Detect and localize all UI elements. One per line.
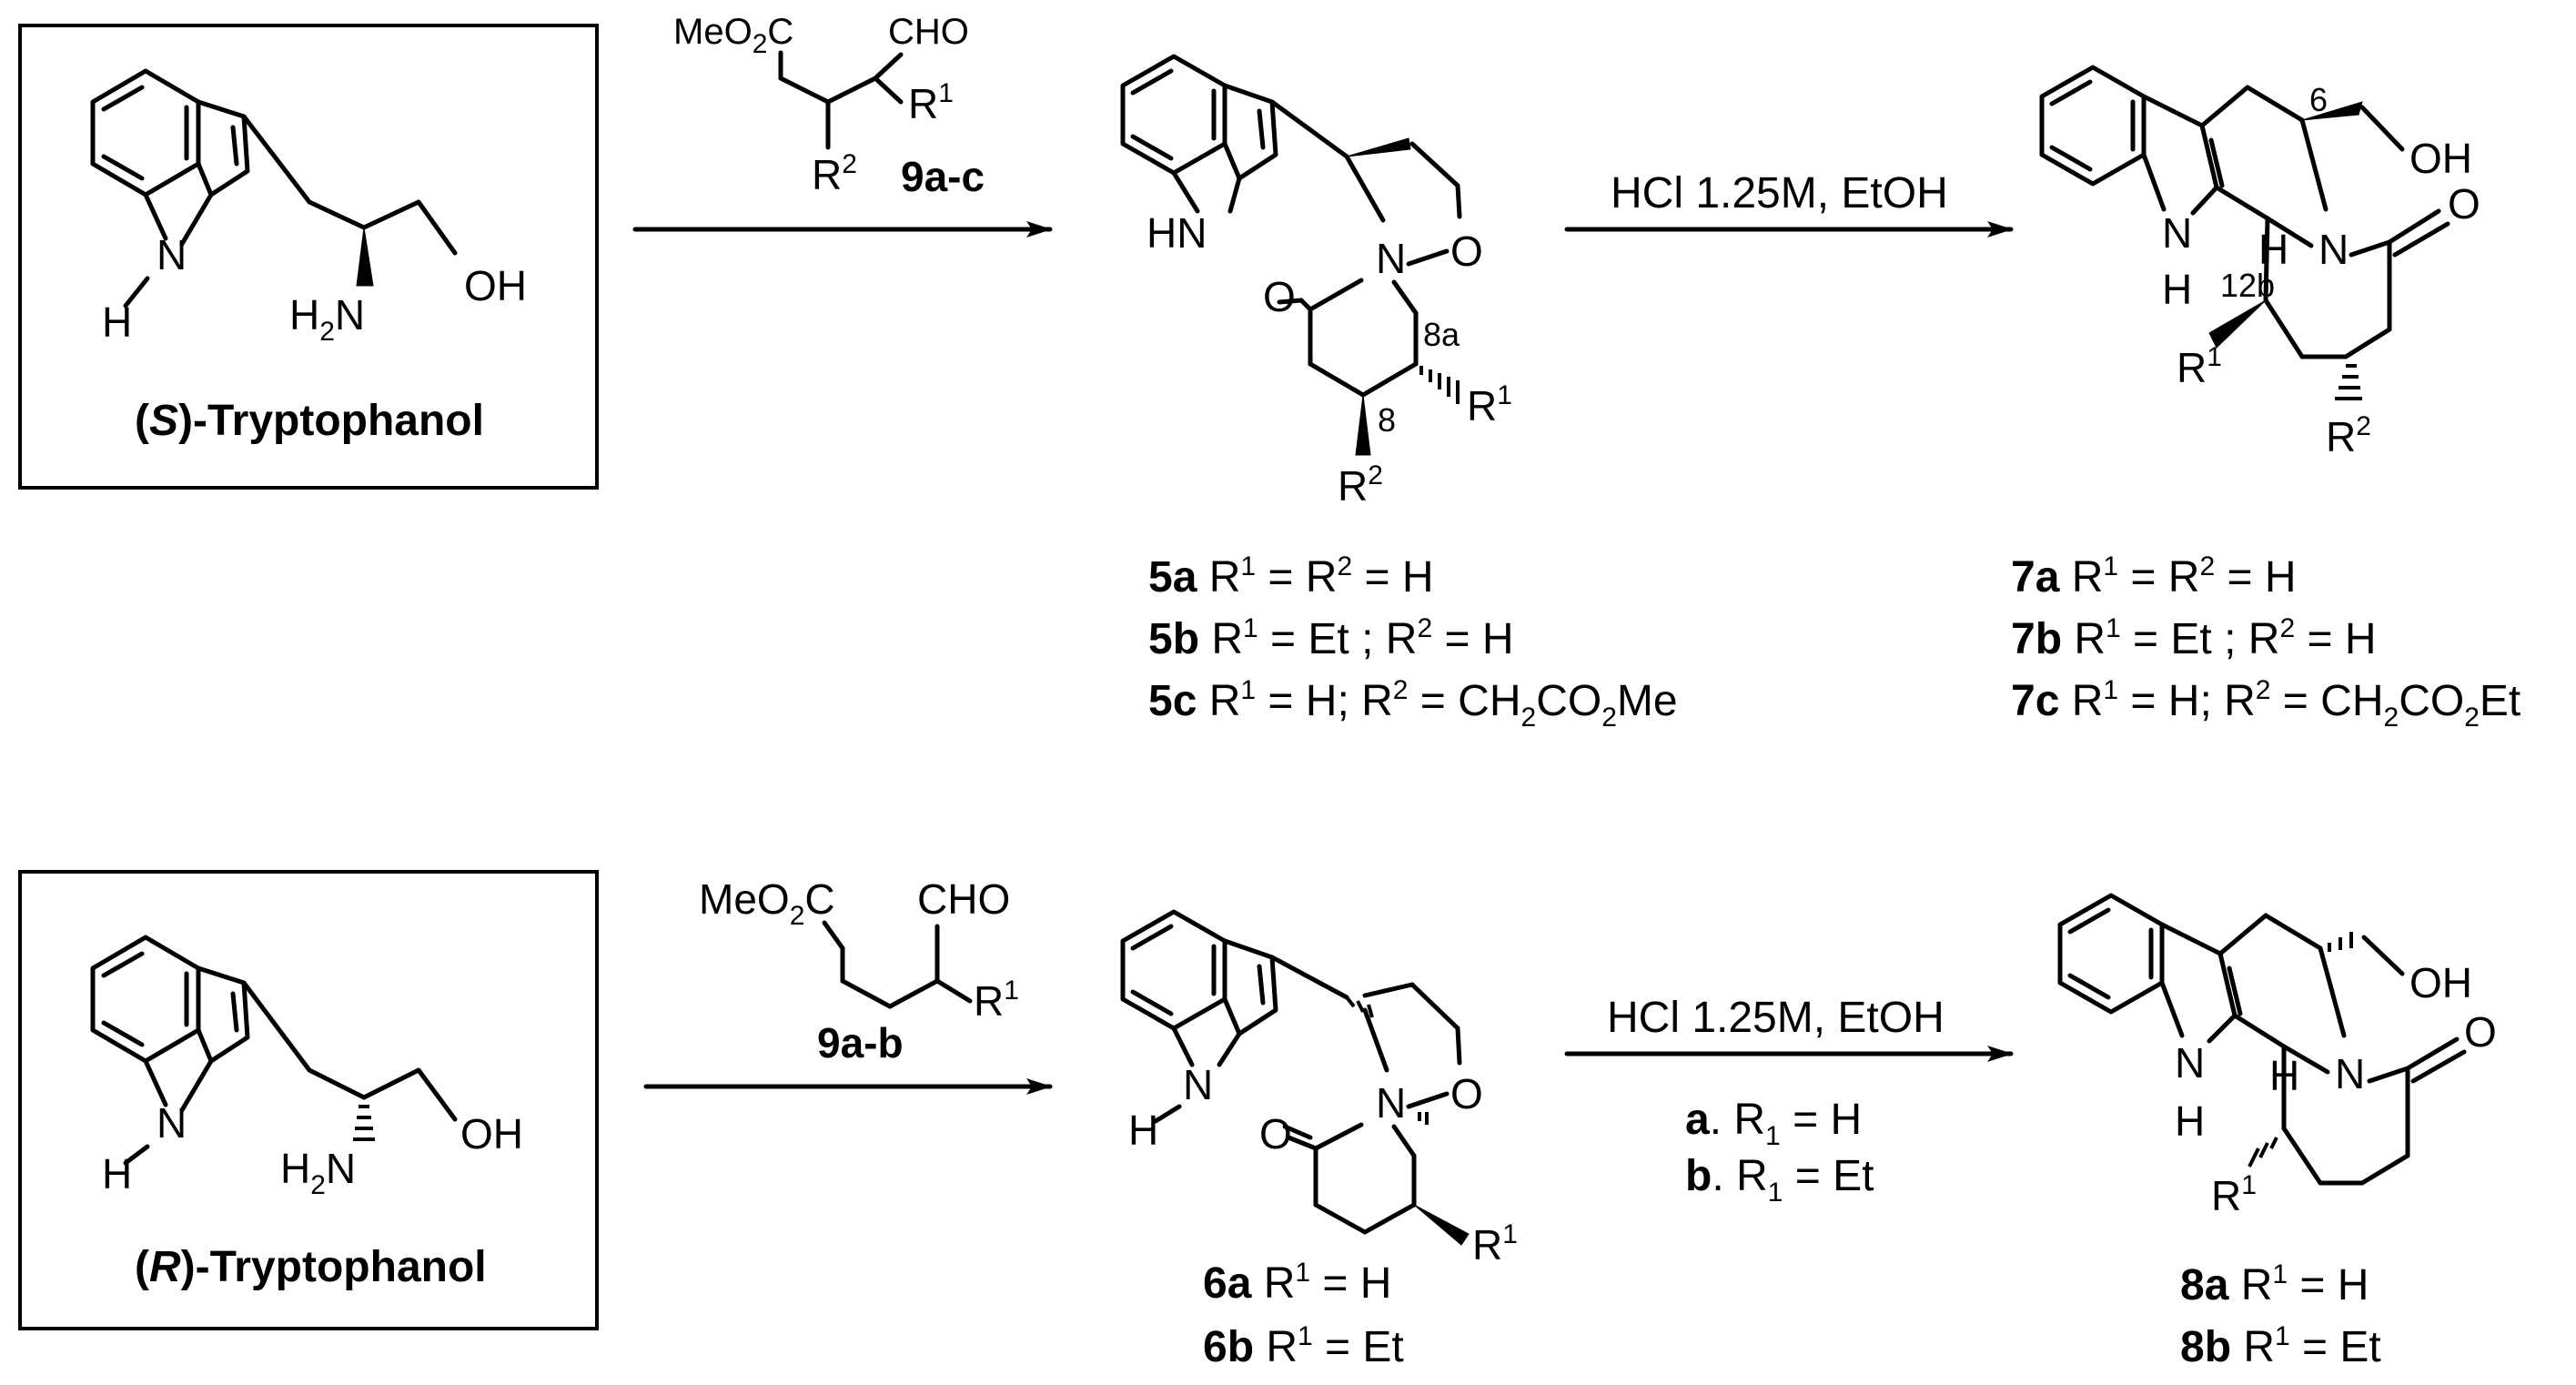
product7-indole-n: N [2162, 209, 2192, 257]
product7-n: N [2318, 226, 2349, 273]
product8-r1: R1 [2211, 1170, 2257, 1219]
int5-oxazolidine-o: O [1450, 227, 1483, 275]
product7-oh: OH [2409, 135, 2472, 182]
int5-pos-8a: 8a [1423, 316, 1460, 353]
s-start-indole-n: N [157, 231, 187, 278]
product7-r1: R1 [2177, 342, 2222, 391]
int5-pos-8: 8 [1378, 401, 1396, 439]
product7-indole-h: H [2162, 266, 2192, 313]
s-tryptophanol-caption: (S)-Tryptophanol [135, 397, 484, 445]
reagent-9a-c: MeO2C CHO R1 R2 9a-c [673, 12, 985, 200]
reagent-9ac-r2: R2 [812, 149, 857, 198]
intermediate-6-structure: N H O N O R1 [1120, 909, 1518, 1269]
product8-carbonyl-o: O [2464, 1008, 2497, 1056]
product7-h: H [2258, 226, 2288, 273]
reagent-9ac-label: 9a-c [901, 153, 985, 200]
int6-n: N [1376, 1079, 1406, 1127]
condition-b: b. R1 = Et [1685, 1152, 1874, 1208]
s-tryptophanol-box: N H H2N OH (S)-Tryptophanol [18, 24, 599, 490]
int5-r1: R1 [1467, 380, 1512, 430]
list-item-7c: 7c R1 = H; R2 = CH2CO2Et [2011, 675, 2520, 733]
s-start-oh: OH [464, 262, 527, 309]
conditions-top: HCl 1.25M, EtOH [1611, 169, 1948, 217]
list-item-6b: 6b R1 = Et [1203, 1321, 1404, 1371]
reagent-9ab-r1: R1 [974, 976, 1019, 1025]
product-8-structure: N H OH N H O R1 [2057, 893, 2497, 1219]
intermediate-5-structure: HN O N O 8a 8 R1 R2 [1120, 54, 1512, 510]
r-start-indole-n: N [157, 1099, 187, 1147]
r-tryptophanol-caption: (R)-Tryptophanol [135, 1243, 487, 1291]
reagent-9ab-cho: CHO [917, 875, 1010, 923]
product-7-list: 7a R1 = R2 = H 7b R1 = Et ; R2 = H 7c R1… [2011, 551, 2520, 733]
product8-indole-n: N [2175, 1039, 2205, 1087]
s-start-nh2: H2N [289, 291, 365, 347]
r-start-nh2: H2N [280, 1145, 356, 1200]
product-8-list: 8a R1 = H 8b R1 = Et [2180, 1259, 2381, 1371]
intermediate-6-list: 6a R1 = H 6b R1 = Et [1203, 1258, 1404, 1371]
int6-carbonyl-o: O [1259, 1110, 1292, 1158]
intermediate-5-list: 5a R1 = R2 = H 5b R1 = Et ; R2 = H 5c R1… [1148, 551, 1678, 733]
product8-oh: OH [2409, 959, 2472, 1006]
product7-pos-12b: 12b [2220, 267, 2275, 304]
product8-n: N [2335, 1050, 2365, 1097]
reagent-9ac-cho: CHO [888, 12, 969, 52]
list-item-8b: 8b R1 = Et [2180, 1321, 2381, 1371]
reagent-9ab-label: 9a-b [817, 1019, 904, 1067]
int6-oxazolidine-o: O [1450, 1070, 1483, 1117]
int6-indole-n: N [1183, 1061, 1213, 1108]
reagent-9a-b: MeO2C CHO R1 9a-b [699, 875, 1019, 1067]
product8-indole-h: H [2175, 1097, 2205, 1145]
list-item-8a: 8a R1 = H [2180, 1259, 2369, 1309]
reagent-9ac-ester: MeO2C [673, 12, 793, 59]
list-item-7b: 7b R1 = Et ; R2 = H [2011, 613, 2377, 663]
list-item-7a: 7a R1 = R2 = H [2011, 551, 2297, 602]
int5-carbonyl-o: O [1263, 273, 1296, 320]
int6-indole-h: H [1128, 1107, 1158, 1154]
product7-pos-6: 6 [2309, 81, 2328, 118]
product7-carbonyl-o: O [2448, 180, 2480, 227]
list-item-5a: 5a R1 = R2 = H [1148, 551, 1434, 602]
int5-n: N [1376, 235, 1406, 282]
product7-r2: R2 [2326, 411, 2371, 460]
list-item-5c: 5c R1 = H; R2 = CH2CO2Me [1148, 675, 1678, 733]
reagent-9ab-ester: MeO2C [699, 875, 835, 931]
list-item-5b: 5b R1 = Et ; R2 = H [1148, 613, 1514, 663]
int6-r1: R1 [1472, 1219, 1518, 1269]
condition-a: a. R1 = H [1685, 1096, 1862, 1151]
int5-hn: HN [1147, 209, 1207, 257]
product-7-structure: N H OH 6 N H 12b O R1 R2 [2039, 65, 2480, 460]
r-start-indole-h: H [102, 1150, 132, 1198]
r-tryptophanol-box: N H H2N OH (R)-Tryptophanol [18, 870, 599, 1330]
conditions-bottom: HCl 1.25M, EtOH [1607, 994, 1945, 1042]
r-start-oh: OH [460, 1110, 523, 1158]
int5-r2: R2 [1338, 460, 1383, 510]
reagent-9ac-r1: R1 [908, 78, 954, 127]
list-item-6a: 6a R1 = H [1203, 1258, 1391, 1308]
